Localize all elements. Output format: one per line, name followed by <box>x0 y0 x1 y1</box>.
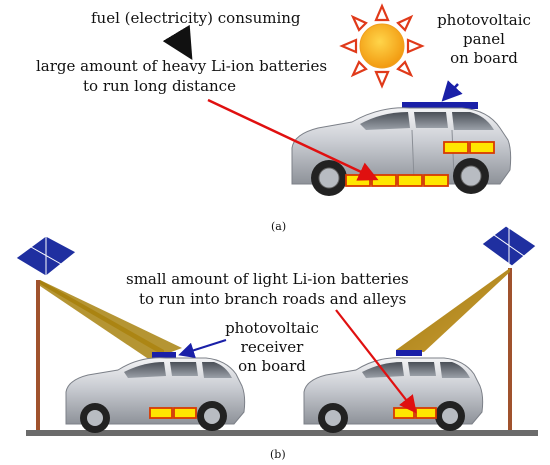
fuel-consuming-label: fuel (electricity) consuming <box>91 9 301 27</box>
light-batteries-label-line1: small amount of light Li-ion batteries <box>126 270 409 288</box>
pv-receiver-label-line3: on board <box>238 357 306 375</box>
pv-receiver-right <box>396 350 422 356</box>
pv-receiver-arrow <box>178 339 227 358</box>
battery-pack-a <box>345 141 495 187</box>
battery-arrow-b <box>335 309 417 414</box>
consumption-arrow <box>162 24 193 61</box>
solar-array-right-icon <box>481 225 537 267</box>
car-b-right <box>303 350 484 433</box>
pv-receiver-label-line1: photovoltaic <box>225 319 319 337</box>
pv-panel-arrow <box>441 80 463 102</box>
pv-panel-label-line3: on board <box>450 49 518 67</box>
battery-pack-b-left <box>149 407 197 419</box>
ground <box>26 430 538 436</box>
pv-receiver-label-line2: receiver <box>240 338 304 356</box>
battery-arrow-a <box>207 98 379 181</box>
pv-panel-label-line1: photovoltaic <box>437 11 531 29</box>
pv-panel-label-line2: panel <box>463 30 505 48</box>
heavy-batteries-label-line2: to run long distance <box>83 77 236 95</box>
pv-panel-a <box>402 102 478 109</box>
pv-receiver-left <box>152 352 176 358</box>
sun-icon <box>339 3 425 89</box>
panel-b-caption: (b) <box>270 448 286 461</box>
car-a <box>291 102 512 196</box>
solar-array-left-icon <box>15 235 77 277</box>
panel-a-caption: (a) <box>271 220 287 233</box>
charging-station-left <box>15 235 182 430</box>
light-batteries-label-line2: to run into branch roads and alleys <box>139 290 407 308</box>
car-b-left <box>65 352 246 433</box>
heavy-batteries-label-line1: large amount of heavy Li-ion batteries <box>36 57 328 75</box>
charging-station-right <box>396 225 537 430</box>
